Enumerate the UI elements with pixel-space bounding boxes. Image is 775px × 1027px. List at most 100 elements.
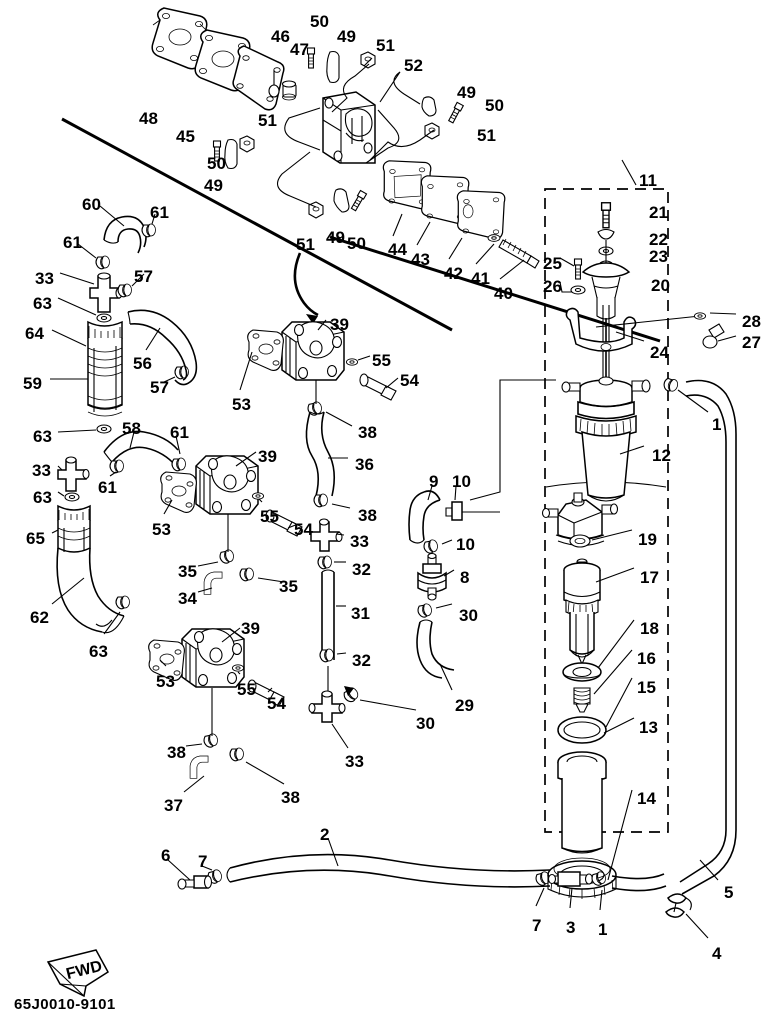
pump-39-b bbox=[195, 455, 259, 515]
callout-number: 64 bbox=[25, 324, 44, 343]
washer-22 bbox=[597, 228, 615, 240]
filter-64 bbox=[87, 320, 123, 417]
callout-number: 55 bbox=[260, 507, 279, 526]
callout-number: 57 bbox=[134, 267, 153, 286]
callout-number: 59 bbox=[23, 374, 42, 393]
callout-number: 52 bbox=[404, 56, 423, 75]
callout-number: 10 bbox=[452, 472, 471, 491]
callout-number: 61 bbox=[98, 478, 117, 497]
collar-49-right bbox=[421, 96, 437, 117]
callout-number: 63 bbox=[33, 488, 52, 507]
callout-number: 51 bbox=[376, 36, 395, 55]
callout-number: 56 bbox=[133, 354, 152, 373]
nut-51-left bbox=[239, 135, 255, 153]
callout-number: 49 bbox=[204, 176, 223, 195]
callout-number: 23 bbox=[649, 247, 668, 266]
joint-33-low bbox=[57, 456, 90, 492]
callout-number: 2 bbox=[320, 825, 330, 844]
bolt-21 bbox=[600, 202, 612, 229]
callout-number: 33 bbox=[35, 269, 54, 288]
callout-number: 43 bbox=[411, 250, 430, 269]
callout-number: 41 bbox=[471, 269, 490, 288]
callout-number: 33 bbox=[350, 532, 369, 551]
callout-number: 58 bbox=[122, 419, 141, 438]
callout-number: 24 bbox=[650, 343, 669, 362]
spring-16 bbox=[573, 687, 591, 713]
callout-number: 38 bbox=[358, 423, 377, 442]
filter-head bbox=[541, 492, 619, 547]
callout-number: 35 bbox=[279, 577, 298, 596]
callout-number: 50 bbox=[485, 96, 504, 115]
washer-26 bbox=[570, 285, 586, 295]
washer-18 bbox=[562, 662, 602, 682]
callout-number: 39 bbox=[330, 315, 349, 334]
hose-2 bbox=[226, 853, 551, 888]
callout-number: 54 bbox=[294, 520, 313, 539]
callout-number: 61 bbox=[63, 233, 82, 252]
callout-number: 25 bbox=[543, 254, 562, 273]
callout-number: 1 bbox=[712, 415, 722, 434]
washer-41 bbox=[487, 234, 501, 242]
oring-19 bbox=[569, 534, 591, 548]
washer-28 bbox=[693, 312, 707, 320]
oring-15 bbox=[557, 716, 607, 744]
callout-number: 53 bbox=[232, 395, 251, 414]
callout-number: 1 bbox=[598, 920, 608, 939]
bushing-47 bbox=[281, 80, 297, 101]
washer-55-b bbox=[251, 492, 265, 500]
callout-number: 57 bbox=[150, 378, 169, 397]
callout-number: 27 bbox=[742, 333, 761, 352]
callout-number: 32 bbox=[352, 560, 371, 579]
callout-number: 54 bbox=[267, 694, 286, 713]
callout-number: 35 bbox=[178, 562, 197, 581]
hose-62 bbox=[56, 547, 125, 634]
filter-assembly-12 bbox=[561, 376, 651, 502]
callout-number: 37 bbox=[164, 796, 183, 815]
washer-63-b bbox=[96, 424, 112, 434]
callout-number: 62 bbox=[30, 608, 49, 627]
callout-number: 50 bbox=[207, 154, 226, 173]
callout-number: 63 bbox=[89, 642, 108, 661]
collar-49-left bbox=[224, 138, 238, 170]
part-number-label: 65J0010-9101 bbox=[14, 996, 116, 1013]
bolt-54-a bbox=[359, 373, 397, 401]
callout-number: 9 bbox=[429, 472, 439, 491]
callout-number: 11 bbox=[639, 171, 657, 190]
callout-number: 49 bbox=[457, 83, 476, 102]
callout-number: 32 bbox=[352, 651, 371, 670]
callout-number: 51 bbox=[258, 111, 277, 130]
plate-42 bbox=[456, 190, 506, 240]
callout-number: 38 bbox=[358, 506, 377, 525]
callout-number: 55 bbox=[372, 351, 391, 370]
callout-number: 33 bbox=[345, 752, 364, 771]
callout-number: 30 bbox=[459, 606, 478, 625]
callout-number: 49 bbox=[337, 27, 356, 46]
cup-20 bbox=[581, 260, 631, 320]
callout-number: 14 bbox=[637, 789, 656, 808]
pump-39-c bbox=[181, 628, 245, 688]
callout-number: 51 bbox=[477, 126, 496, 145]
callout-number: 29 bbox=[455, 696, 474, 715]
washer-55-a bbox=[345, 358, 359, 366]
callout-number: 4 bbox=[712, 944, 722, 963]
callout-number: 61 bbox=[150, 203, 169, 222]
pump-body-52 bbox=[322, 91, 376, 164]
callout-number: 39 bbox=[258, 447, 277, 466]
callout-number: 8 bbox=[460, 568, 470, 587]
connector-3 bbox=[547, 871, 594, 887]
element-17 bbox=[563, 558, 601, 666]
callout-number: 10 bbox=[456, 535, 475, 554]
valve-8 bbox=[417, 552, 447, 601]
callout-number: 16 bbox=[637, 649, 656, 668]
callout-number: 63 bbox=[33, 294, 52, 313]
callout-number: 63 bbox=[33, 427, 52, 446]
callout-number: 45 bbox=[176, 127, 195, 146]
hose-29 bbox=[416, 619, 455, 679]
callout-number: 13 bbox=[639, 718, 658, 737]
callout-number: 53 bbox=[156, 672, 175, 691]
callout-number: 40 bbox=[494, 284, 513, 303]
callout-number: 39 bbox=[241, 619, 260, 638]
callout-number: 22 bbox=[649, 230, 668, 249]
